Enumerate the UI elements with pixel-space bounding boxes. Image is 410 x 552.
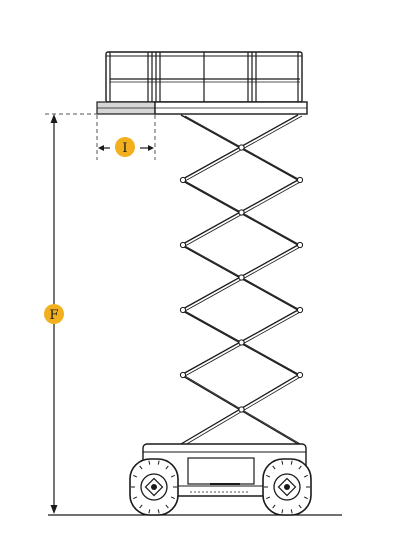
- scissor-joint: [296, 371, 304, 379]
- extension-marker-badge: I: [115, 137, 135, 157]
- wheels: [129, 458, 312, 516]
- front-wheel: [129, 458, 179, 516]
- scissor-pivot: [238, 339, 245, 346]
- scissor-joint: [296, 241, 304, 249]
- scissor-joint: [296, 176, 304, 184]
- scissor-pivot: [238, 274, 245, 281]
- extension-dimension: [98, 145, 154, 151]
- rear-wheel: [262, 458, 312, 516]
- scissor-mechanism: [179, 114, 304, 446]
- extension-marker-label: I: [122, 141, 127, 156]
- scissor-joint: [179, 176, 187, 184]
- scissor-joint: [179, 371, 187, 379]
- scissor-joint: [296, 306, 304, 314]
- scissor-pivot: [238, 209, 245, 216]
- platform-guardrail: [105, 51, 303, 103]
- scissor-pivot: [238, 144, 245, 151]
- scissor-pivot: [238, 406, 245, 413]
- height-badge-circle: [44, 304, 64, 324]
- height-marker-label: F: [49, 308, 58, 323]
- height-marker-badge: F: [44, 304, 64, 324]
- scissor-joint: [179, 306, 187, 314]
- platform-deck: [96, 101, 308, 115]
- scissor-joint: [179, 241, 187, 249]
- extension-badge-circle: [115, 137, 135, 157]
- chassis-tray: [187, 457, 255, 485]
